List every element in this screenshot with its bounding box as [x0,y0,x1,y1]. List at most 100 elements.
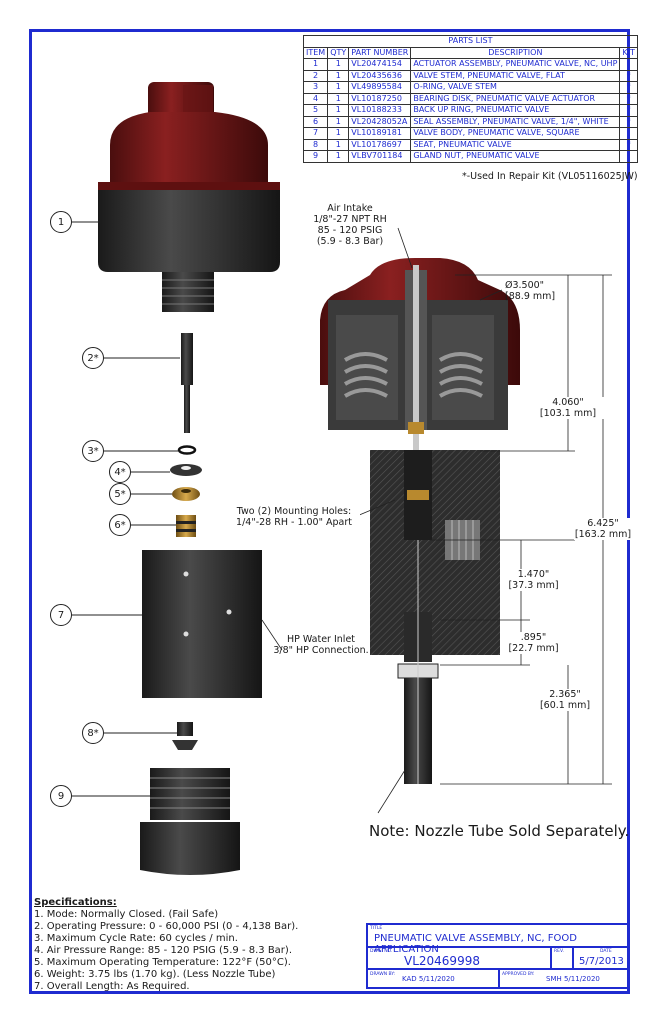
item-cell: 8 [302,138,329,151]
part-number-cell: VLBV701184 [348,150,412,163]
kit-cell: * [619,138,638,151]
rev-cell: REV. [551,947,573,969]
dimension-1470: 1.470" [37.3 mm] [506,569,561,591]
drawing-title: PNEUMATIC VALVE ASSEMBLY, NC, FOOD APPLI… [374,933,577,955]
air-intake-line-1: Air Intake [327,203,373,214]
kit-cell [619,127,638,140]
mounting-holes-line-1: Two (2) Mounting Holes: [236,506,352,517]
dim-4060-in: 4.060" [552,397,584,408]
dimension-6425: 6.425" [163.2 mm] [574,518,632,540]
approved-by-label: APPROVED BY: [502,972,535,977]
callout-bubble-7: 7 [50,604,72,626]
description-cell: SEAT, PNEUMATIC VALVE [410,138,621,151]
item-cell: 3 [302,81,329,94]
part-number-cell: VL10178697 [348,138,412,151]
section-view [320,258,520,784]
callout-bubble-3: 3* [82,440,104,462]
seat [172,722,198,750]
description-cell: GLAND NUT, PNEUMATIC VALVE [410,150,621,163]
dwg-no-label: DWG. NO. [370,949,393,954]
kit-cell [619,150,638,163]
specifications: Specifications: 1. Mode: Normally Closed… [34,897,298,993]
actuator-assembly [98,82,280,312]
drawn-by-label: DRAWN BY: [370,972,395,977]
drawn-by: KAD 5/11/2020 [402,975,455,983]
dim-4060-mm: [103.1 mm] [539,408,597,419]
parts-list-table: PARTS LIST ITEM QTY PART NUMBER DESCRIPT… [302,35,638,163]
callout-bubble-4: 4* [109,461,131,483]
callout-bubble-9: 9 [50,785,72,807]
specifications-title: Specifications: [34,897,117,908]
hp-inlet-line-1: HP Water Inlet [286,634,356,645]
rev-label: REV. [554,949,564,954]
dimension-895: .895" [22.7 mm] [506,632,561,654]
col-item: ITEM [302,46,329,59]
title-cell: TITLE PNEUMATIC VALVE ASSEMBLY, NC, FOOD… [367,924,629,955]
qty-cell: 1 [327,150,350,163]
dim-895-mm: [22.7 mm] [508,643,559,654]
air-intake-line-3: 85 - 120 PSIG [317,225,383,236]
col-qty: QTY [327,46,350,59]
back-up-ring [172,487,200,501]
air-intake-label: Air Intake 1/8"-27 NPT RH 85 - 120 PSIG … [300,203,400,247]
valve-stem [181,333,193,433]
date-label: DATE [600,949,612,954]
item-cell: 9 [302,150,329,163]
kit-note: *-Used In Repair Kit (VL05116025JW) [462,171,638,182]
drawing-border [29,29,630,994]
approved-by-cell: APPROVED BY: SMH 5/11/2020 [499,969,629,988]
gland-nut [140,768,240,875]
dim-6425-mm: [163.2 mm] [574,529,632,540]
spec-item: 6. Weight: 3.75 lbs (1.70 kg). (Less Noz… [34,969,276,980]
callout-bubble-1: 1 [50,211,72,233]
spec-item: 7. Overall Length: As Required. [34,981,190,992]
dwg-no: VL20469998 [404,954,480,968]
title-cell-label: TITLE [370,926,383,931]
dim-2365-mm: [60.1 mm] [539,700,591,711]
approved-by: SMH 5/11/2020 [546,975,600,983]
kit-cell: * [619,104,638,117]
description-cell: VALVE BODY, PNEUMATIC VALVE, SQUARE [410,127,621,140]
spec-item: 2. Operating Pressure: 0 - 60,000 PSI (0… [34,921,299,932]
spec-item: 5. Maximum Operating Temperature: 122°F … [34,957,291,968]
dim-1470-in: 1.470" [517,569,550,580]
diameter-in: Ø3.500" [505,280,545,291]
item-cell: 5 [302,104,329,117]
valve-body-block [142,550,262,698]
qty-cell: 1 [327,138,350,151]
dim-6425-in: 6.425" [587,518,619,529]
date-cell: DATE 5/7/2013 [573,947,629,969]
callout-bubble-2: 2* [82,347,104,369]
item-cell: 7 [302,127,329,140]
dimension-2365: 2.365" [60.1 mm] [534,689,596,711]
dimension-4060: 4.060" [103.1 mm] [528,397,608,419]
mounting-holes-label: Two (2) Mounting Holes: 1/4"-28 RH - 1.0… [228,506,360,528]
col-description: DESCRIPTION [410,46,621,59]
o-ring [177,445,197,455]
nozzle-note: Note: Nozzle Tube Sold Separately. [369,822,630,840]
dwg-no-cell: DWG. NO. VL20469998 [367,947,551,969]
dim-1470-mm: [37.3 mm] [508,580,559,591]
spec-item: 1. Mode: Normally Closed. (Fail Safe) [34,909,219,920]
dim-895-in: .895" [520,632,547,643]
dim-2365-in: 2.365" [549,689,581,700]
bearing-disk [170,464,202,476]
parts-list-title: PARTS LIST [303,35,638,48]
callout-bubble-5: 5* [109,483,131,505]
hp-inlet-line-2: 3/8" HP Connection. [273,645,369,656]
mounting-holes-line-2: 1/4"-28 RH - 1.00" Apart [236,517,352,528]
hp-inlet-label: HP Water Inlet 3/8" HP Connection. [270,634,372,656]
drawn-by-cell: DRAWN BY: KAD 5/11/2020 [367,969,499,988]
diameter-dimension: Ø3.500" [88.9 mm] [505,280,555,302]
seal-assembly [176,515,196,537]
spec-item: 3. Maximum Cycle Rate: 60 cycles / min. [34,933,238,944]
callout-bubble-8: 8* [82,722,104,744]
air-intake-line-2: 1/8"-27 NPT RH [313,214,387,225]
